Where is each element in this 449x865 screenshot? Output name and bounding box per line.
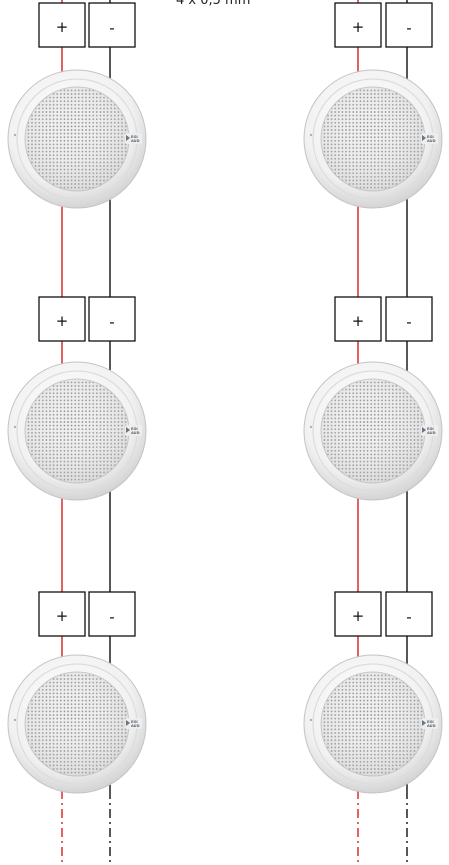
speaker-icon bbox=[7, 69, 147, 209]
positive-terminal-label: + bbox=[56, 607, 69, 625]
speaker-icon bbox=[7, 654, 147, 794]
positive-terminal-label: + bbox=[56, 312, 69, 330]
speakers-layer bbox=[7, 69, 443, 794]
positive-terminal bbox=[334, 591, 382, 637]
speaker-icon bbox=[7, 361, 147, 501]
negative-terminal-label: - bbox=[406, 313, 411, 331]
positive-terminal-label: + bbox=[352, 312, 365, 330]
negative-terminal-label: - bbox=[406, 608, 411, 626]
negative-terminal bbox=[385, 2, 433, 48]
speaker-icon bbox=[303, 654, 443, 794]
cable-spec-label: 4 x 0,5 mm bbox=[176, 0, 250, 8]
negative-terminal bbox=[88, 2, 136, 48]
negative-terminal-label: - bbox=[109, 608, 114, 626]
negative-terminal bbox=[385, 591, 433, 637]
negative-terminal bbox=[385, 296, 433, 342]
positive-terminal bbox=[38, 591, 86, 637]
negative-terminal bbox=[88, 591, 136, 637]
negative-terminal bbox=[88, 296, 136, 342]
terminals-layer: +-+-+-+-+-+- bbox=[38, 2, 433, 637]
right-terminal-pair: +- bbox=[334, 591, 433, 637]
positive-terminal-label: + bbox=[352, 18, 365, 36]
left-terminal-pair: +- bbox=[38, 2, 136, 48]
positive-terminal-label: + bbox=[56, 18, 69, 36]
positive-terminal-label: + bbox=[352, 607, 365, 625]
speaker-icon bbox=[303, 69, 443, 209]
positive-terminal bbox=[334, 296, 382, 342]
positive-terminal bbox=[38, 2, 86, 48]
left-terminal-pair: +- bbox=[38, 296, 136, 342]
positive-terminal bbox=[38, 296, 86, 342]
negative-terminal-label: - bbox=[406, 19, 411, 37]
right-terminal-pair: +- bbox=[334, 296, 433, 342]
positive-terminal bbox=[334, 2, 382, 48]
speaker-icon bbox=[303, 361, 443, 501]
left-terminal-pair: +- bbox=[38, 591, 136, 637]
right-terminal-pair: +- bbox=[334, 2, 433, 48]
negative-terminal-label: - bbox=[109, 313, 114, 331]
negative-terminal-label: - bbox=[109, 19, 114, 37]
